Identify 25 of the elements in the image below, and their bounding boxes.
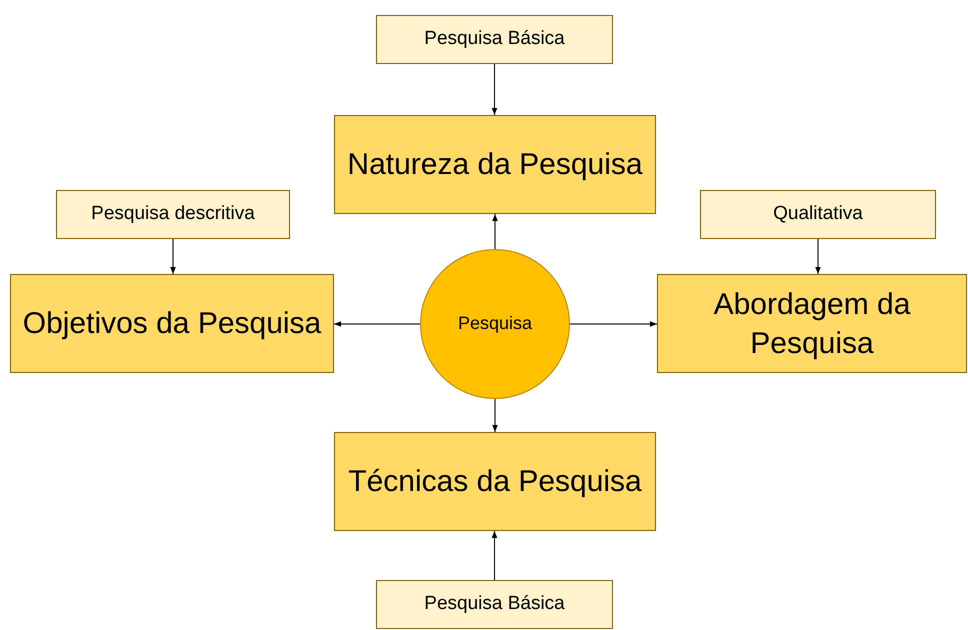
node-label: Técnicas da Pesquisa xyxy=(348,464,642,500)
topic-box xyxy=(56,190,290,239)
arrow xyxy=(492,530,498,580)
node-label: Objetivos da Pesquisa xyxy=(22,306,322,342)
category-box xyxy=(334,432,656,531)
node-label: Pesquisa descritiva xyxy=(91,202,255,226)
arrow xyxy=(492,64,498,116)
category-box xyxy=(10,274,334,373)
arrow xyxy=(334,321,420,327)
arrow xyxy=(170,238,176,274)
arrow xyxy=(570,321,658,327)
category-box xyxy=(334,115,656,214)
node-label: Qualitativa xyxy=(773,202,863,226)
arrow xyxy=(492,398,498,432)
topic-box xyxy=(376,580,613,629)
node-label: Pesquisa Básica xyxy=(424,592,565,616)
node-label: Pesquisa xyxy=(458,312,532,336)
topic-box xyxy=(700,190,936,239)
category-box xyxy=(657,274,967,373)
topic-box xyxy=(376,15,613,64)
node-label: Abordagem da Pesquisa xyxy=(712,286,912,362)
node-label: Natureza da Pesquisa xyxy=(347,147,643,183)
node-label: Pesquisa Básica xyxy=(424,27,565,52)
arrow xyxy=(815,238,821,274)
arrow xyxy=(492,214,498,250)
